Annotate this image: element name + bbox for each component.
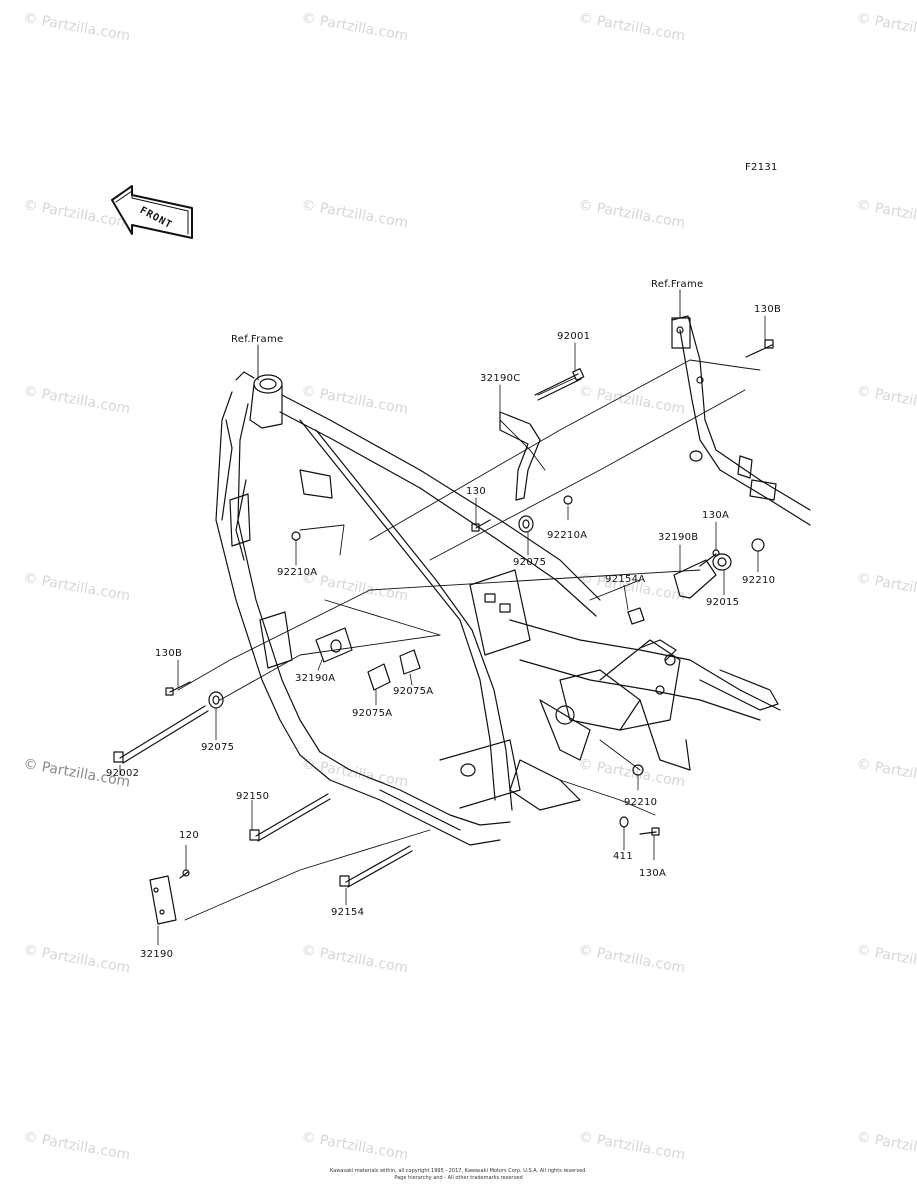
part-label-32190b: 32190B (658, 532, 699, 543)
part-label-92001: 92001 (557, 331, 591, 342)
part-label-130b-top: 130B (754, 304, 782, 315)
copyright-line-2: Page hierarchy and - All other trademark… (394, 1175, 523, 1181)
part-label-92210-lower: 92210 (624, 797, 658, 808)
part-label-32190c: 32190C (480, 373, 521, 384)
ref-frame-label-right: Ref.Frame (651, 279, 704, 290)
part-label-32190: 32190 (140, 949, 174, 960)
part-label-92075-upper: 92075 (513, 557, 547, 568)
alignment-lines (177, 289, 761, 921)
label-leaders (119, 315, 766, 946)
part-label-92210a-left: 92210A (277, 567, 318, 578)
part-label-92210a-right: 92210A (547, 530, 588, 541)
diagram-code: F2131 (745, 162, 778, 173)
part-label-92154a: 92154A (605, 574, 646, 585)
fasteners (113, 339, 774, 925)
part-label-130a-top: 130A (702, 510, 730, 521)
right-frame (671, 315, 811, 526)
part-label-32190a: 32190A (295, 673, 336, 684)
main-frame (215, 371, 781, 846)
part-label-92075a-right: 92075A (393, 686, 434, 697)
front-arrow-icon (111, 185, 193, 239)
part-label-411: 411 (613, 851, 633, 862)
ref-frame-label-left: Ref.Frame (231, 334, 284, 345)
copyright-line-1: Kawasaki materials within, all copyright… (329, 1168, 588, 1174)
part-label-130: 130 (466, 486, 486, 497)
copyright-footer: Kawasaki materials within, all copyright… (300, 1168, 617, 1182)
part-label-92154: 92154 (331, 907, 365, 918)
part-label-92210-right: 92210 (742, 575, 776, 586)
part-label-130a-lower: 130A (639, 868, 667, 879)
part-label-92002: 92002 (106, 768, 140, 779)
part-label-92150: 92150 (236, 791, 270, 802)
part-label-92075a-left: 92075A (352, 708, 393, 719)
part-label-120: 120 (179, 830, 199, 841)
part-label-130b-left: 130B (155, 648, 183, 659)
part-label-92015: 92015 (706, 597, 740, 608)
part-label-92075-lower: 92075 (201, 742, 235, 753)
